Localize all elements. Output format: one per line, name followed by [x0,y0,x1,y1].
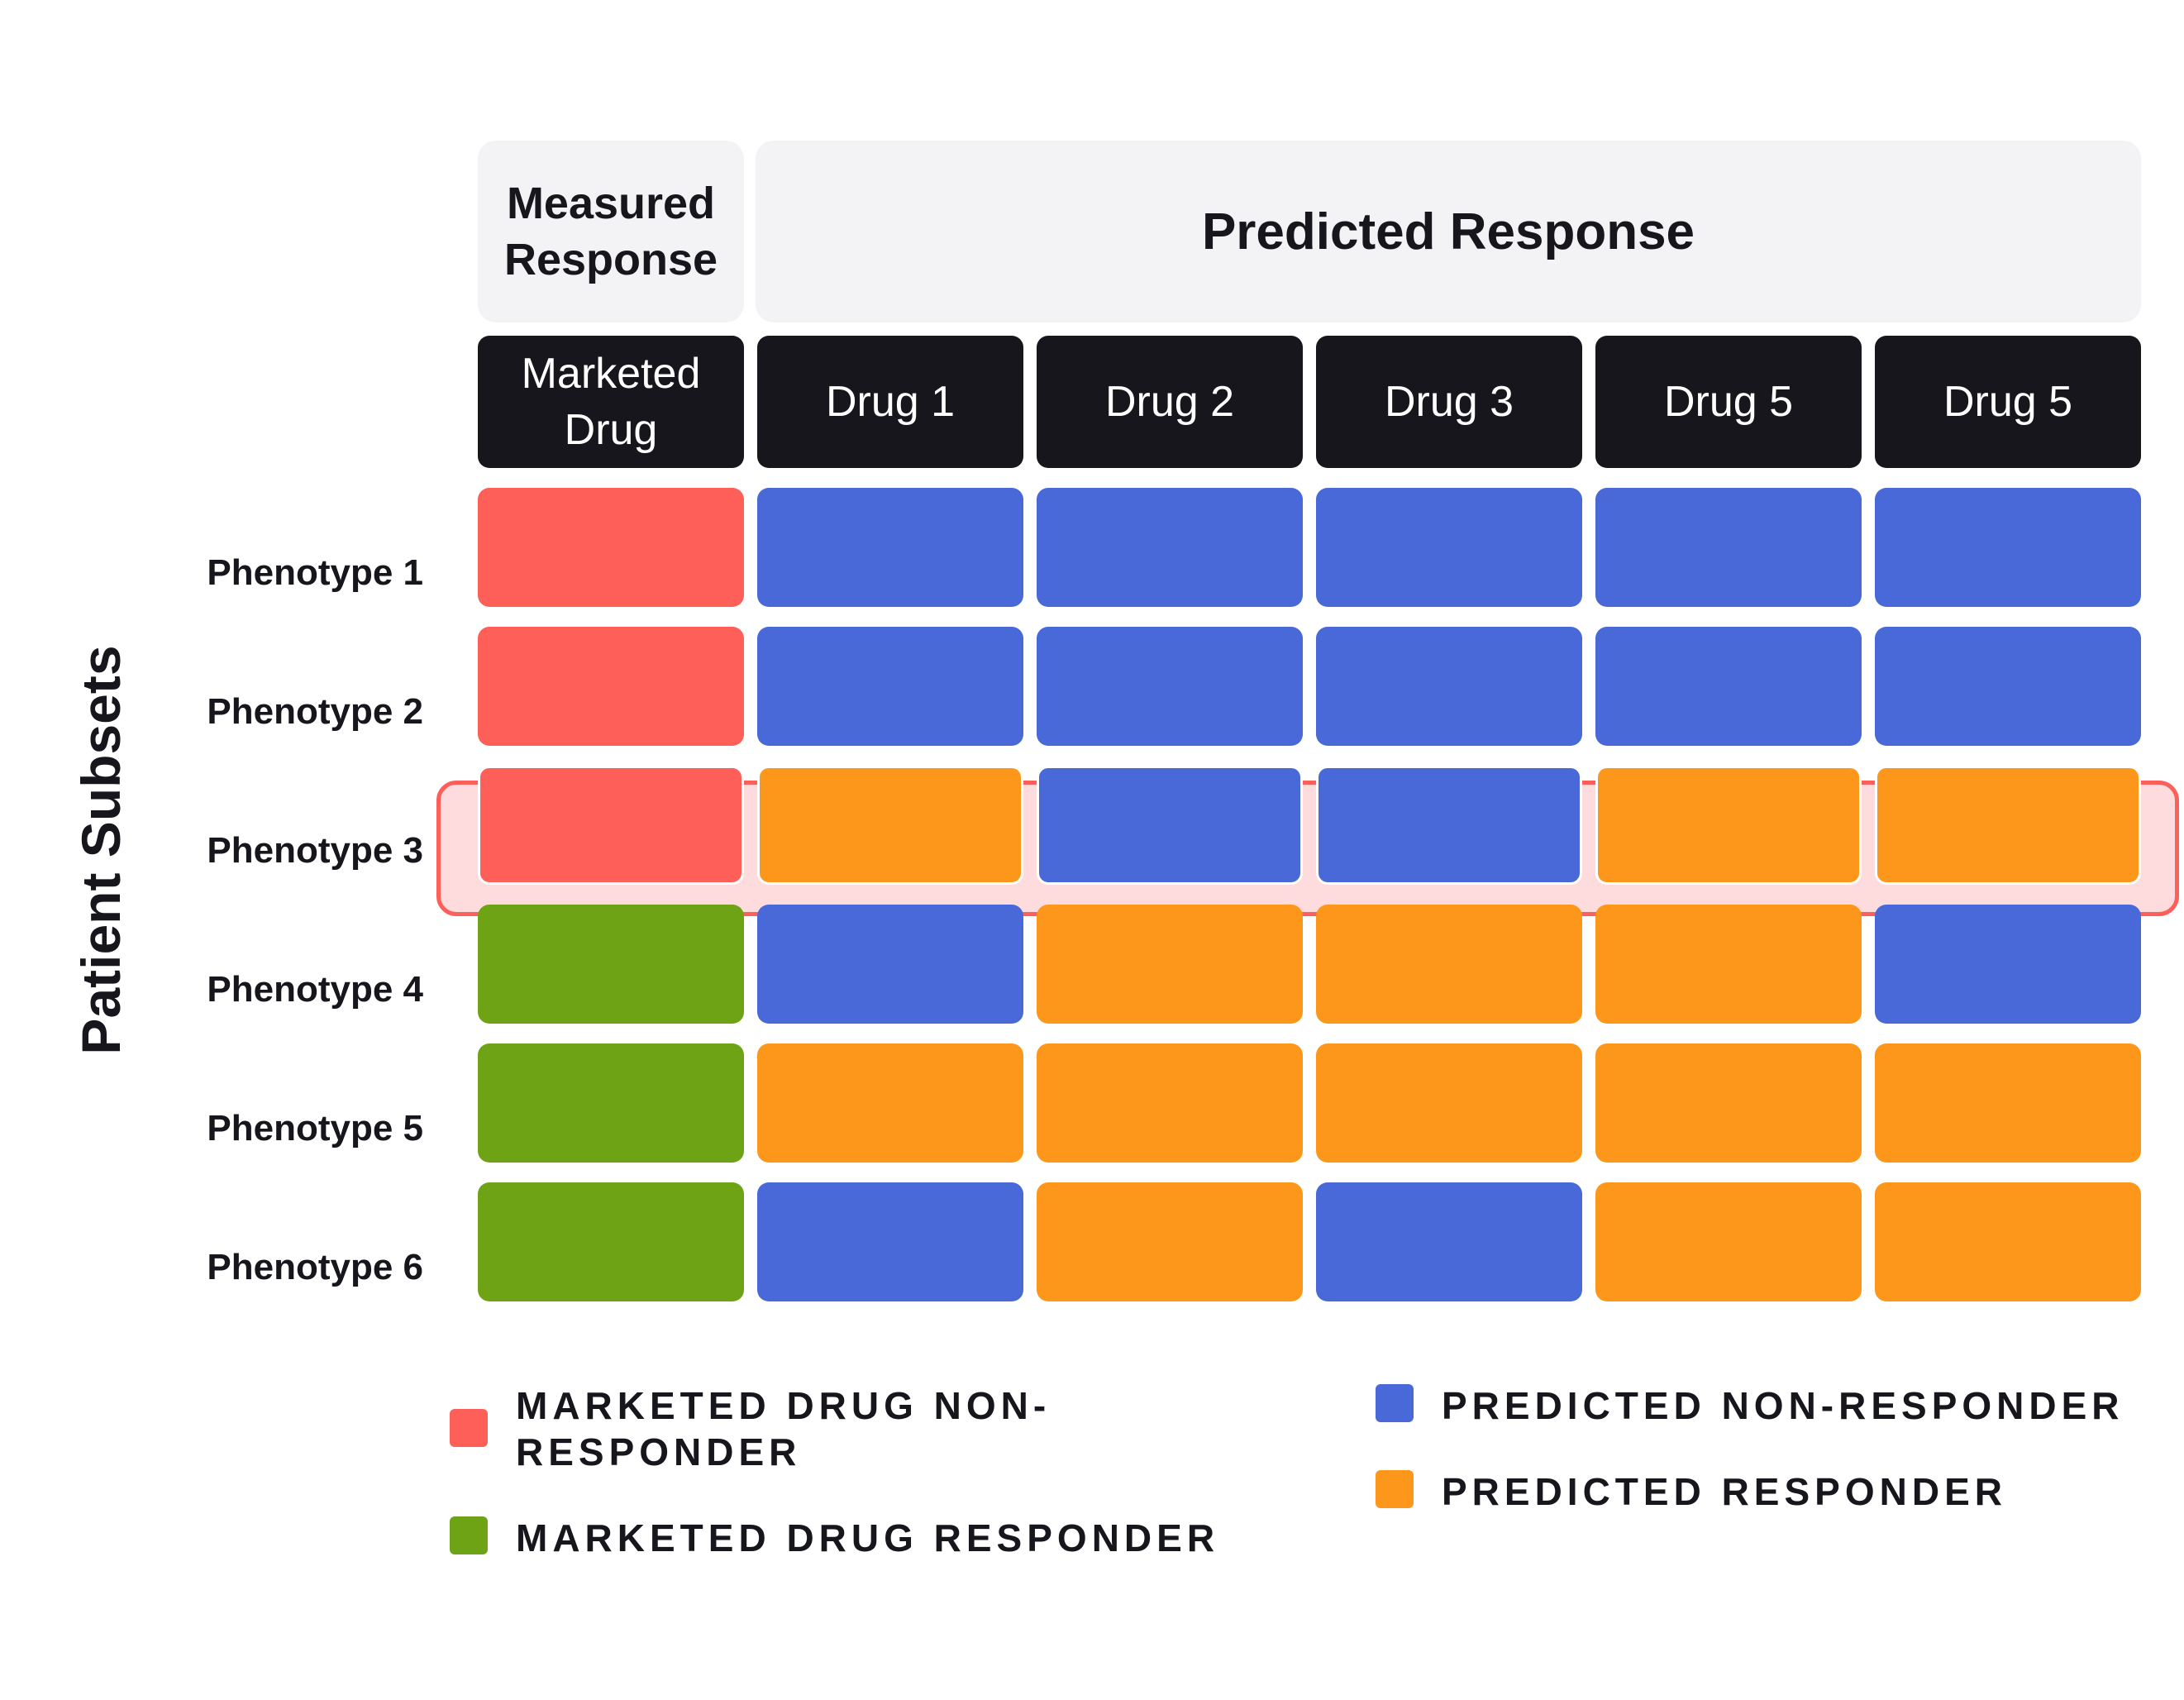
predicted-response-header: Predicted Response [756,141,2141,322]
y-axis-title: Patient Subsets [70,645,131,1055]
cell-phenotype-1-col-4 [1316,488,1582,607]
column-header-marketed-drug: Marketed Drug [478,336,744,468]
measured-response-label: Measured Response [503,179,718,284]
legend-swatch-green [450,1516,488,1554]
cell-phenotype-6-col-1 [478,1182,744,1301]
row-label-phenotype-4: Phenotype 4 [207,969,423,1010]
cell-phenotype-5-col-5 [1595,1043,1862,1163]
legend-swatch-blue [1376,1384,1414,1422]
cell-phenotype-5-col-3 [1037,1043,1303,1163]
cell-phenotype-5-col-2 [757,1043,1023,1163]
cell-phenotype-1-col-2 [757,488,1023,607]
row-label-phenotype-1: Phenotype 1 [207,552,423,593]
legend-label-red: MARKETED DRUG NON-RESPONDER [516,1384,1051,1473]
row-label-phenotype-5: Phenotype 5 [207,1108,423,1148]
legend-label-blue: PREDICTED NON-RESPONDER [1442,1384,2124,1427]
column-header-drug-3: Drug 3 [1316,336,1582,468]
column-header-drug-2: Drug 2 [1037,336,1303,468]
predicted-response-label: Predicted Response [1201,203,1695,260]
cell-phenotype-3-col-5 [1595,766,1862,885]
cell-phenotype-3-col-6 [1875,766,2141,885]
measured-response-header: Measured Response [478,141,744,322]
cell-phenotype-4-col-4 [1316,905,1582,1024]
cell-phenotype-6-col-5 [1595,1182,1862,1301]
cell-phenotype-6-col-3 [1037,1182,1303,1301]
cell-phenotype-2-col-4 [1316,627,1582,746]
cell-phenotype-1-col-5 [1595,488,1862,607]
cell-phenotype-2-col-2 [757,627,1023,746]
cell-phenotype-4-col-2 [757,905,1023,1024]
column-header-drug-4: Drug 5 [1595,336,1862,468]
cell-phenotype-4-col-5 [1595,905,1862,1024]
cell-phenotype-1-col-6 [1875,488,2141,607]
cell-phenotype-5-col-1 [478,1043,744,1163]
cell-phenotype-2-col-6 [1875,627,2141,746]
cell-phenotype-6-col-4 [1316,1182,1582,1301]
cell-phenotype-4-col-6 [1875,905,2141,1024]
cell-phenotype-3-col-1 [478,766,744,885]
cell-phenotype-4-col-3 [1037,905,1303,1024]
row-label-phenotype-2: Phenotype 2 [207,691,423,732]
cell-phenotype-2-col-3 [1037,627,1303,746]
cell-phenotype-5-col-6 [1875,1043,2141,1163]
row-label-phenotype-6: Phenotype 6 [207,1247,423,1287]
column-header-drug-5: Drug 5 [1875,336,2141,468]
legend-swatch-red [450,1409,488,1447]
cell-phenotype-2-col-1 [478,627,744,746]
cell-phenotype-3-col-3 [1037,766,1303,885]
cell-phenotype-1-col-1 [478,488,744,607]
cell-phenotype-1-col-3 [1037,488,1303,607]
cell-phenotype-6-col-2 [757,1182,1023,1301]
cell-phenotype-6-col-6 [1875,1182,2141,1301]
cell-phenotype-3-col-4 [1316,766,1582,885]
legend-label-orange: PREDICTED RESPONDER [1442,1470,2007,1513]
cell-phenotype-5-col-4 [1316,1043,1582,1163]
cell-phenotype-3-col-2 [757,766,1023,885]
cell-phenotype-2-col-5 [1595,627,1862,746]
cell-phenotype-4-col-1 [478,905,744,1024]
legend-label-green: MARKETED DRUG RESPONDER [516,1516,1220,1559]
column-header-drug-1: Drug 1 [757,336,1023,468]
legend-swatch-orange [1376,1470,1414,1508]
row-label-phenotype-3: Phenotype 3 [207,830,423,871]
